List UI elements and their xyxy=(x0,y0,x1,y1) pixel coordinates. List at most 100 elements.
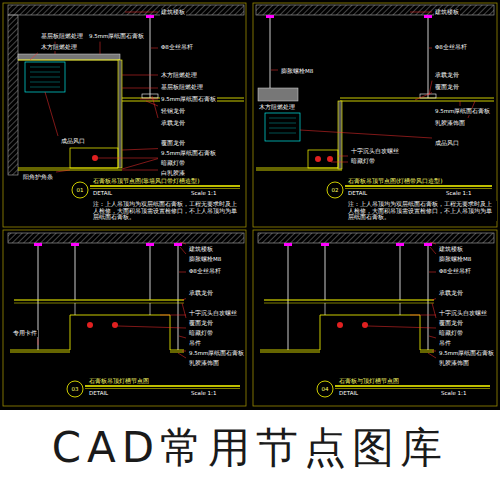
part-label: 9.5mm厚纸面石膏板 xyxy=(438,350,495,357)
part-label: 暗藏灯带 xyxy=(160,160,186,167)
leader-line xyxy=(140,99,158,100)
leader-line xyxy=(30,53,38,60)
part-label: 成品风口 xyxy=(434,140,460,147)
leader-line xyxy=(122,75,158,76)
leader-line xyxy=(180,247,186,254)
part-label: 膨胀螺栓M8 xyxy=(438,256,472,263)
note-text: 注：上人吊顶均为双层纸面石膏板，工程无要求时及上人检修，大面积吊顶需设置检修口，… xyxy=(347,201,497,221)
part-label: 覆面龙骨 xyxy=(188,320,214,327)
part-label: 暗藏灯带 xyxy=(438,330,464,337)
detail-caption: DETAIL xyxy=(338,390,359,397)
detail-caption: Scale 1:1 xyxy=(440,390,467,397)
leader-line xyxy=(56,170,70,172)
detail-two xyxy=(256,5,494,198)
leader-line xyxy=(410,12,432,13)
detail-four xyxy=(258,233,494,397)
leader-line xyxy=(160,315,186,316)
part-label: 建筑楼板 xyxy=(188,246,214,253)
leader-line xyxy=(368,326,436,328)
callout-number: 01 xyxy=(76,187,85,194)
part-label: 暗藏灯带 xyxy=(188,330,214,337)
leader-line xyxy=(428,353,436,358)
leader-line xyxy=(182,351,186,352)
leader-line xyxy=(122,149,158,150)
part-label: Φ8全丝吊杆 xyxy=(160,44,194,51)
leader-line xyxy=(180,242,186,244)
detail-caption: Scale 1:1 xyxy=(445,190,472,197)
detail-title: 石膏板与顶灯槽节点图 xyxy=(338,377,400,384)
leader-line xyxy=(182,299,186,300)
leader-line xyxy=(38,339,39,345)
part-label: 9.5mm厚纸面石膏板 xyxy=(188,350,245,357)
part-label: 阳角护角条 xyxy=(22,174,54,181)
leader-line xyxy=(300,130,432,138)
part-label: 覆面龙骨 xyxy=(434,84,460,91)
detail-caption: DETAIL xyxy=(347,190,368,197)
leader-line xyxy=(415,93,432,100)
part-label: 木方阻燃处理 xyxy=(258,104,296,111)
part-label: 承载龙骨 xyxy=(438,290,464,297)
note-text: 注：上人吊顶均为双层纸面石膏板，工程无要求时及上人检修，大面积吊顶需设置检修口，… xyxy=(92,201,242,221)
part-label: 建筑楼板 xyxy=(438,246,464,253)
part-label: 吊件 xyxy=(188,340,202,347)
detail-one xyxy=(8,5,244,198)
leader-line xyxy=(118,326,186,328)
leader-line xyxy=(45,92,58,136)
part-label: 乳胶漆饰面 xyxy=(434,120,466,127)
leader-line xyxy=(429,336,436,338)
part-label: 9.5mm厚纸面石膏板 xyxy=(434,108,491,115)
leader-line xyxy=(331,162,348,163)
part-label: 木方阻燃处理 xyxy=(40,44,78,51)
leader-line xyxy=(270,101,271,102)
leader-line xyxy=(338,156,348,157)
callout-number: 02 xyxy=(331,187,340,194)
leader-line xyxy=(432,299,436,300)
detail-caption: Scale 1:1 xyxy=(190,390,217,397)
leader-line xyxy=(460,101,461,106)
leader-line xyxy=(178,353,186,358)
part-label: Φ8全丝吊杆 xyxy=(188,268,222,275)
part-label: 膨胀螺栓M8 xyxy=(280,68,314,75)
panel-frames xyxy=(3,3,497,406)
part-label: 建筑楼板 xyxy=(434,9,460,16)
part-label: 膨胀螺栓M8 xyxy=(188,256,222,263)
part-label: 十字沉头自攻螺丝 xyxy=(438,310,488,317)
part-label: 吊件 xyxy=(438,340,452,347)
part-label: 承载龙骨 xyxy=(160,120,186,127)
part-label: 9.5mm厚纸面石膏板 xyxy=(88,33,145,40)
part-label: 乳胶漆饰面 xyxy=(188,360,220,367)
part-label: 轻钢龙骨 xyxy=(160,108,186,115)
leader-line xyxy=(125,12,158,13)
part-label: 基层板阻燃处理 xyxy=(40,33,84,40)
leader-line xyxy=(271,70,278,71)
detail-three xyxy=(8,233,244,397)
leader-line xyxy=(122,88,158,89)
detail-caption: Scale 1:1 xyxy=(190,190,217,197)
part-label: 覆面龙骨 xyxy=(160,140,186,147)
detail-title: 石膏板吊顶节点图(灯槽带风口造型) xyxy=(347,177,444,184)
leader-line xyxy=(410,315,436,316)
part-label: 白乳胶漆 xyxy=(160,170,186,177)
white-band xyxy=(0,410,500,500)
library-title: CAD常用节点图库 xyxy=(0,418,500,478)
leader-line xyxy=(122,170,158,171)
part-label: 专用卡件 xyxy=(12,330,38,337)
leader-line xyxy=(151,48,158,49)
part-label: 承载龙骨 xyxy=(434,72,460,79)
detail-title: 石膏板吊顶灯槽节点图 xyxy=(88,377,150,384)
part-label: Φ8全丝吊杆 xyxy=(434,44,468,51)
detail-caption: DETAIL xyxy=(88,390,109,397)
leader-line xyxy=(179,272,186,273)
part-label: Φ8全丝吊杆 xyxy=(438,268,472,275)
part-label: 基层板阻燃处理 xyxy=(160,84,204,91)
part-label: 9.5mm厚纸面石膏板 xyxy=(160,96,217,103)
leader-line xyxy=(182,303,186,318)
part-label: 十字沉头自攻螺丝 xyxy=(350,148,400,155)
part-label: 覆面龙骨 xyxy=(438,320,464,327)
leader-line xyxy=(146,101,158,106)
callout-number: 04 xyxy=(321,386,330,393)
part-label: 十字沉头自攻螺丝 xyxy=(188,310,238,317)
leader-line xyxy=(432,303,436,318)
leader-line xyxy=(100,42,101,54)
leader-line xyxy=(179,336,186,338)
